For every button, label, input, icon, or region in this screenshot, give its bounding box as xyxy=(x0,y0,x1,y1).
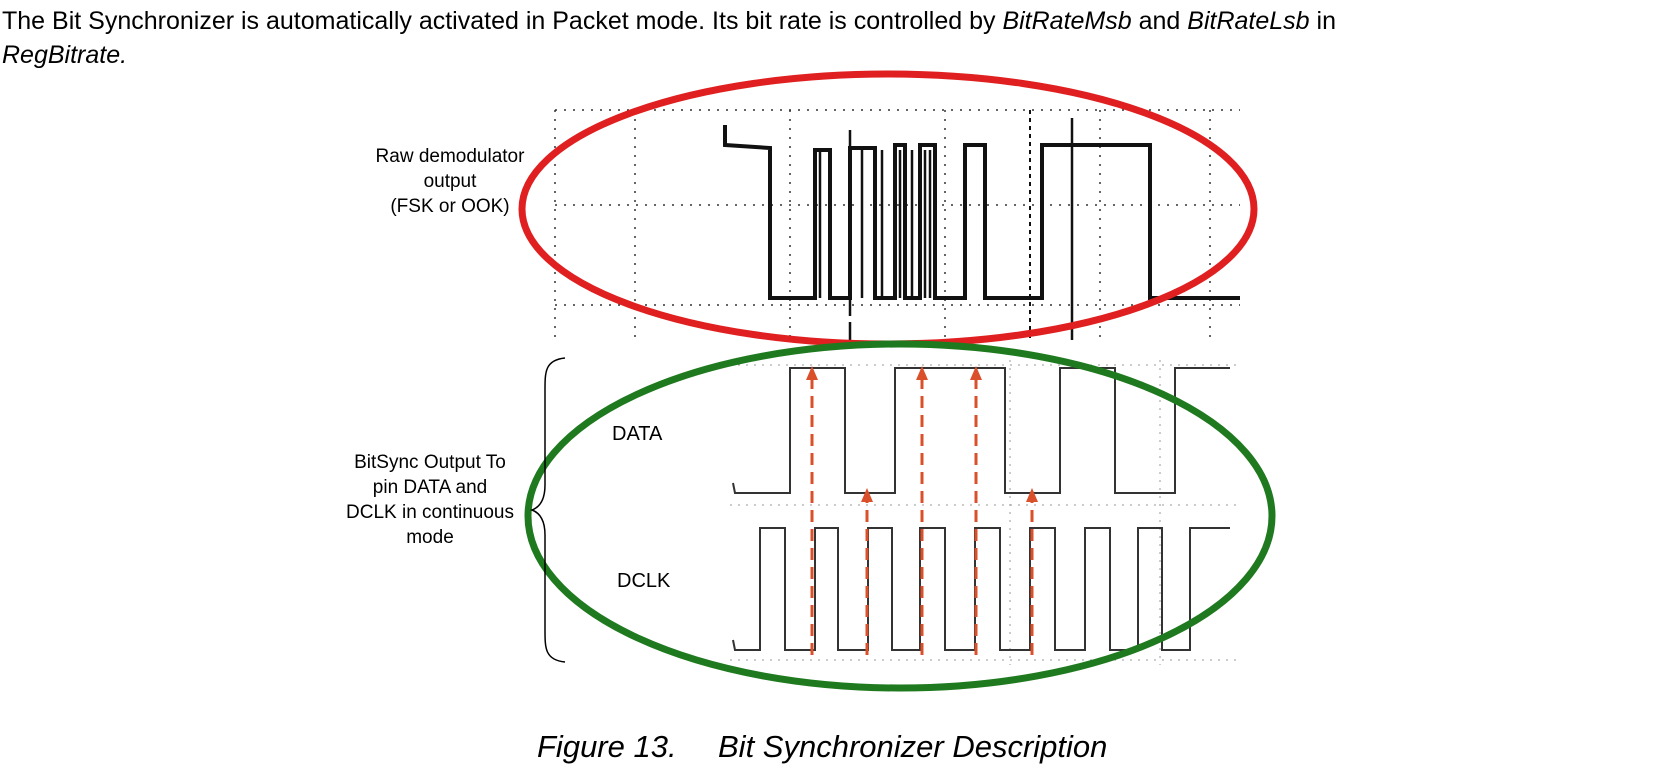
raw-label-line2: output xyxy=(424,171,478,192)
bitratelsb-term: BitRateLsb xyxy=(1187,7,1310,35)
bitsync-label-line2: pin DATA and xyxy=(373,477,487,498)
dclk-label: DCLK xyxy=(617,570,671,592)
signal-brace xyxy=(529,357,566,663)
intro-paragraph: The Bit Synchronizer is automatically ac… xyxy=(2,4,1666,72)
raw-demodulator-waveform xyxy=(723,125,1240,300)
paragraph-period: . xyxy=(120,41,128,69)
bottom-scope-grid xyxy=(730,360,1240,665)
arrow-heads xyxy=(806,366,1038,502)
data-waveform xyxy=(732,367,1230,494)
paragraph-and: and xyxy=(1131,7,1188,35)
data-label: DATA xyxy=(612,423,663,445)
paragraph-text: The Bit Synchronizer is automatically ac… xyxy=(2,7,1003,35)
regbitrate-term: RegBitrate xyxy=(2,41,121,69)
bitsync-output-highlight-ellipse xyxy=(524,340,1276,692)
paragraph-in: in xyxy=(1309,7,1336,35)
raw-waveform-glitches xyxy=(818,110,1074,340)
sampling-arrows xyxy=(810,378,1034,655)
raw-output-highlight-ellipse xyxy=(518,70,1258,348)
bitratemsb-term: BitRateMsb xyxy=(1002,7,1132,35)
bitsync-label-line4: mode xyxy=(406,527,454,548)
figure-number: Figure 13. xyxy=(537,729,677,764)
raw-label-line1: Raw demodulator xyxy=(376,146,526,167)
raw-label-line3: (FSK or OOK) xyxy=(390,196,509,217)
figure-title: Bit Synchronizer Description xyxy=(718,729,1107,764)
dclk-waveform xyxy=(732,527,1230,651)
bitsync-label-line1: BitSync Output To xyxy=(354,452,506,473)
bitsync-label-line3: DCLK in continuous xyxy=(346,502,514,523)
top-scope-grid xyxy=(554,109,1240,340)
